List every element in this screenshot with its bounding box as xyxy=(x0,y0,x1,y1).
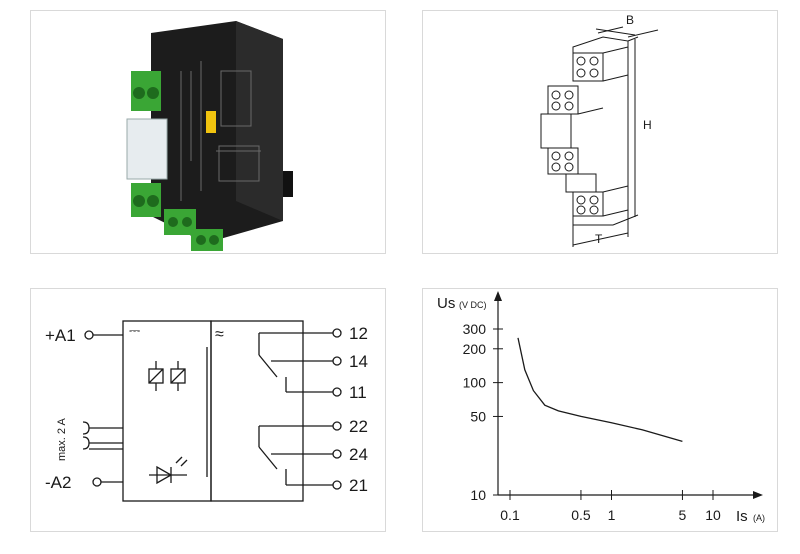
terminal-14: 14 xyxy=(349,352,368,371)
y-tick-label: 50 xyxy=(470,408,486,424)
terminal-22: 22 xyxy=(349,417,368,436)
chart-panel: Us (V DC) Is (A) 0.1 0.5 1 5 10 10 50 100 200 300 xyxy=(422,288,778,532)
circuit-diagram: ⎓ ≈ +A1 -A2 12 14 11 22 24 21 max. 2 A xyxy=(45,320,368,502)
y-tick-label: 100 xyxy=(463,375,487,391)
x-axis-arrow xyxy=(753,491,763,499)
circuit-diagram-panel: ⎓ ≈ +A1 -A2 12 14 11 22 24 21 max. 2 A xyxy=(30,288,386,532)
terminal-a2: -A2 xyxy=(45,473,71,492)
y-tick-label: 200 xyxy=(463,341,487,357)
x-tick-label: 0.5 xyxy=(571,507,591,523)
y-tick-label: 300 xyxy=(463,321,487,337)
terminal-12: 12 xyxy=(349,324,368,343)
terminal-24: 24 xyxy=(349,445,368,464)
relay-window xyxy=(126,118,168,180)
dim-label-h: H xyxy=(643,118,652,132)
dim-label-b: B xyxy=(626,13,634,27)
x-tick-label: 1 xyxy=(608,507,616,523)
dim-label-t: T xyxy=(595,232,603,246)
product-photo-panel xyxy=(30,10,386,254)
x-tick-label: 0.1 xyxy=(500,507,520,523)
max-current-label: max. 2 A xyxy=(56,418,68,461)
dc-symbol: ⎓ xyxy=(129,322,140,338)
y-tick-label: 10 xyxy=(470,487,486,503)
us-is-chart: Us (V DC) Is (A) 0.1 0.5 1 5 10 10 50 100 200 300 xyxy=(437,291,765,525)
terminal-a1: +A1 xyxy=(45,326,76,345)
x-axis-label: Is xyxy=(736,508,748,525)
y-axis-arrow xyxy=(494,291,502,301)
x-tick-label: 5 xyxy=(679,507,687,523)
relay-module-illustration xyxy=(126,21,293,251)
terminal-21: 21 xyxy=(349,476,368,495)
dimension-drawing: B H T xyxy=(540,13,659,247)
terminal-11: 11 xyxy=(349,383,367,402)
data-series-line xyxy=(517,337,683,443)
x-tick-label: 10 xyxy=(705,507,721,523)
x-axis-unit: (A) xyxy=(753,513,765,523)
y-axis-label: Us xyxy=(437,295,455,312)
dimension-drawing-panel: B H T xyxy=(422,10,778,254)
ac-symbol: ≈ xyxy=(215,326,224,343)
y-axis-unit: (V DC) xyxy=(459,300,487,310)
